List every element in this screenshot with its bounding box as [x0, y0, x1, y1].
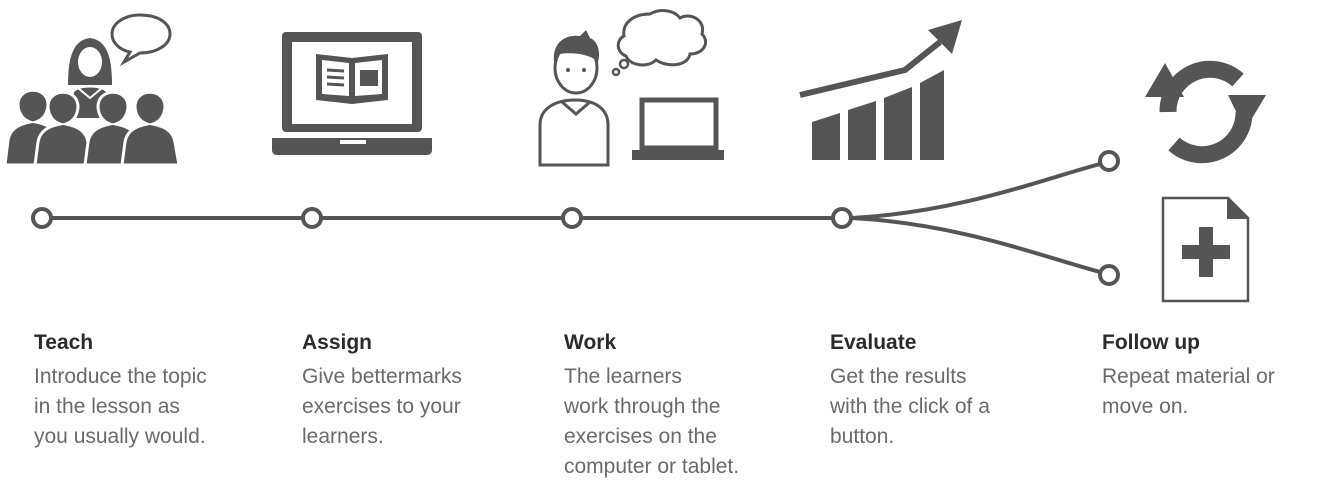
- timeline: [50, 162, 1101, 274]
- step-title: Assign: [302, 331, 373, 354]
- description-line: computer or tablet.: [564, 455, 740, 478]
- timeline-node-assign: [301, 207, 323, 229]
- description-line: move on.: [1102, 395, 1189, 418]
- description-line: in the lesson as: [34, 395, 180, 418]
- description-line: Introduce the topic: [34, 365, 207, 388]
- refresh-arrowheads: [1145, 63, 1266, 130]
- description-line: Give bettermarks: [302, 365, 462, 388]
- description-line: work through the: [564, 395, 721, 418]
- timeline-node-evaluate: [831, 207, 853, 229]
- step-title: Teach: [34, 331, 94, 354]
- step-description: The learners work through the exercises …: [564, 362, 804, 482]
- timeline-branch-down: [851, 216, 1101, 274]
- refresh-icon: [1159, 60, 1253, 164]
- description-line: Repeat material or: [1102, 365, 1275, 388]
- description-line: with the click of a: [830, 395, 990, 418]
- new-document-icon: [1161, 196, 1250, 303]
- timeline-node-teach: [31, 207, 53, 229]
- laptop-book-icon: [272, 32, 432, 155]
- timeline-nodes: [31, 150, 1120, 286]
- step-follow-up: Follow up Repeat material or move on.: [1102, 330, 1330, 422]
- step-title: Work: [564, 331, 617, 354]
- timeline-node-work: [561, 207, 583, 229]
- step-teach: Teach Introduce the topic in the lesson …: [34, 330, 274, 452]
- step-description: Repeat material or move on.: [1102, 362, 1330, 422]
- student-laptop-icon: [538, 9, 724, 167]
- step-work: Work The learners work through the exerc…: [564, 330, 804, 482]
- step-evaluate: Evaluate Get the results with the click …: [830, 330, 1070, 452]
- timeline-node-new: [1098, 264, 1120, 286]
- growth-chart-icon: [799, 20, 962, 160]
- description-line: exercises to your: [302, 395, 461, 418]
- step-description: Get the results with the click of a butt…: [830, 362, 1070, 452]
- step-description: Introduce the topic in the lesson as you…: [34, 362, 274, 452]
- description-line: button.: [830, 425, 895, 448]
- timeline-node-repeat: [1098, 150, 1120, 172]
- description-line: The learners: [564, 365, 682, 388]
- step-assign: Assign Give bettermarks exercises to you…: [302, 330, 542, 452]
- description-line: learners.: [302, 425, 384, 448]
- step-description: Give bettermarks exercises to your learn…: [302, 362, 542, 452]
- description-line: exercises on the: [564, 425, 717, 448]
- step-title: Follow up: [1102, 331, 1200, 354]
- description-line: you usually would.: [34, 425, 206, 448]
- step-title: Evaluate: [830, 331, 917, 354]
- classroom-teacher-icon: [3, 13, 181, 167]
- timeline-branch-up: [851, 162, 1101, 220]
- description-line: Get the results: [830, 365, 967, 388]
